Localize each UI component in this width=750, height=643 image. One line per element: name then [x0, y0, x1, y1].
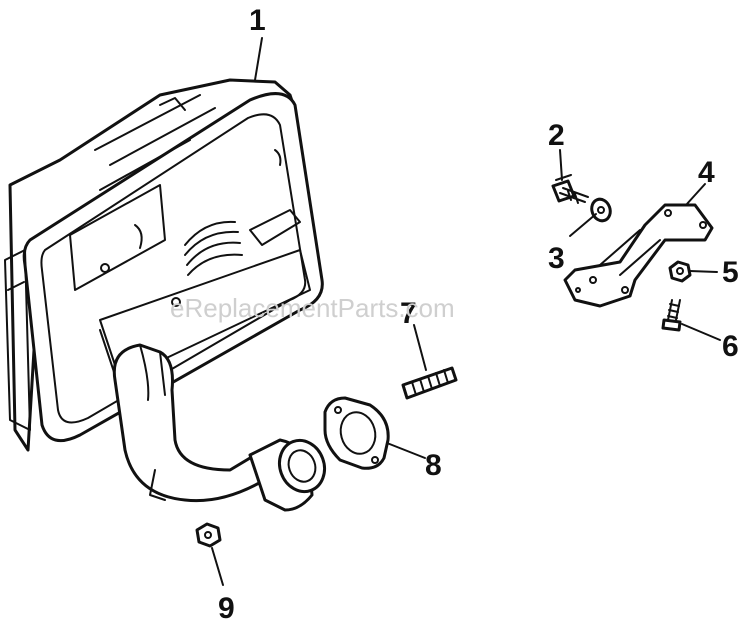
leader-lines — [211, 37, 721, 586]
exhaust-pipe — [112, 343, 327, 512]
callout-4: 4 — [698, 156, 715, 189]
callout-2: 2 — [548, 119, 565, 152]
callout-9: 9 — [218, 592, 235, 625]
callout-7: 7 — [400, 297, 417, 330]
gasket-part-8[interactable] — [323, 396, 390, 470]
nut-part-9[interactable] — [195, 522, 222, 548]
callout-5: 5 — [722, 256, 739, 289]
callout-6: 6 — [722, 330, 739, 363]
callout-8: 8 — [425, 449, 442, 482]
screw-part-2[interactable] — [551, 174, 589, 204]
watermark: eReplacementParts.com — [170, 293, 455, 323]
stud-part-7[interactable] — [401, 366, 458, 400]
bracket-part-4[interactable] — [563, 203, 714, 308]
callout-3: 3 — [548, 242, 565, 275]
nut-part-5[interactable] — [668, 260, 692, 283]
washer-part-3[interactable] — [589, 197, 613, 224]
muffler-part-1[interactable] — [4, 78, 324, 452]
callout-1: 1 — [249, 4, 266, 37]
bolt-part-6[interactable] — [661, 299, 682, 332]
